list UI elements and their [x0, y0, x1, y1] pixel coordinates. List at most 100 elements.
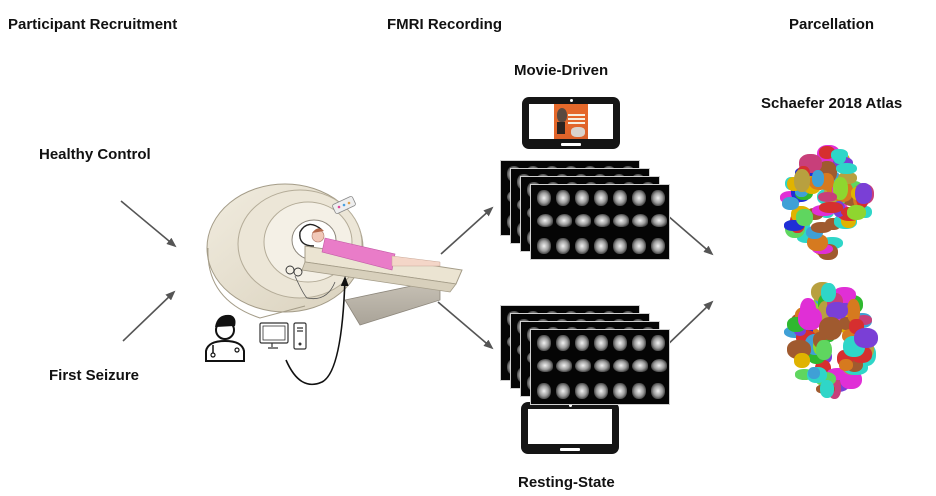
parcel-region	[838, 358, 854, 371]
parcel-region	[826, 302, 848, 319]
mri-scanner-icon	[206, 183, 463, 326]
brain-slice	[594, 383, 608, 399]
atlas-label: Schaefer 2018 Atlas	[761, 95, 903, 112]
brain-slice	[651, 383, 665, 399]
brain-slice	[613, 238, 627, 254]
brain-slice	[537, 214, 553, 227]
brain-slice	[613, 190, 627, 206]
condition-label-rest: Resting-State	[518, 474, 615, 491]
brain-slice	[575, 238, 589, 254]
brain-slice	[556, 214, 572, 227]
brain-slice	[632, 190, 646, 206]
group-label-first-seizure: First Seizure	[49, 367, 140, 384]
tablet-icon-rest	[521, 402, 619, 454]
parcel-region	[854, 183, 872, 205]
brain-slice	[632, 335, 646, 351]
condition-label-movie: Movie-Driven	[514, 62, 609, 79]
brain-slice	[575, 190, 589, 206]
brain-slice	[556, 383, 570, 399]
parcel-region	[847, 299, 861, 323]
brain-slice	[556, 335, 570, 351]
doctor-icon	[205, 314, 245, 362]
parcel-region	[783, 220, 804, 231]
computer-icon	[259, 322, 307, 350]
section-title-parcellation: Parcellation	[789, 16, 875, 33]
mri-slide-sheet	[530, 329, 670, 405]
brain-slice	[575, 359, 591, 372]
parcel-region	[819, 201, 843, 213]
section-title-recording: FMRI Recording	[387, 16, 502, 33]
brain-slice	[632, 359, 648, 372]
brain-slice	[594, 335, 608, 351]
brain-slice	[632, 383, 646, 399]
brain-slice	[575, 335, 589, 351]
group-label-healthy-control: Healthy Control	[39, 146, 151, 163]
brain-slice	[537, 335, 551, 351]
parcel-region	[794, 369, 815, 381]
section-title-recruitment: Participant Recruitment	[8, 16, 178, 33]
brain-slice	[651, 238, 665, 254]
brain-slice	[632, 238, 646, 254]
parcel-region	[816, 339, 832, 361]
parcel-region	[793, 169, 811, 192]
brain-slice	[651, 335, 665, 351]
parcel-region	[826, 368, 849, 380]
arrow-scanner-to-movie	[440, 206, 494, 255]
parcel-region	[818, 317, 842, 341]
tablet-screen-rest	[528, 409, 612, 444]
parcel-region	[818, 145, 835, 160]
tablet-screen-movie	[529, 104, 613, 139]
brain-slices-icon-movie	[500, 160, 670, 260]
parcel-region	[832, 149, 846, 164]
tablet-camera	[568, 404, 572, 407]
arrow-seizure-to-scanner	[122, 290, 176, 342]
tablet-icon-movie	[522, 97, 620, 149]
brain-slice	[651, 359, 667, 372]
brain-slice	[613, 359, 629, 372]
tablet-home-button	[560, 448, 580, 451]
brain-parcellation-icon-bottom	[782, 281, 878, 401]
brain-slice	[556, 190, 570, 206]
parcel-region	[856, 314, 873, 325]
brain-slice	[613, 335, 627, 351]
brain-slice	[537, 383, 551, 399]
arrow-computer-to-scanner	[285, 276, 349, 386]
brain-slice	[651, 190, 665, 206]
parcel-region	[836, 163, 857, 175]
parcel-region	[810, 222, 832, 234]
brain-slice	[556, 359, 572, 372]
parcel-region	[793, 352, 810, 368]
parcel-region	[781, 197, 799, 211]
movie-poster	[554, 104, 588, 139]
brain-parcellation-icon-top	[779, 145, 876, 263]
brain-slice	[537, 359, 553, 372]
brain-slice	[537, 238, 551, 254]
brain-slice	[651, 214, 667, 227]
parcel-region	[812, 170, 825, 187]
brain-slice	[594, 190, 608, 206]
parcel-region	[798, 306, 822, 330]
parcel-region	[807, 366, 820, 379]
parcel-region	[853, 328, 878, 349]
brain-slice	[613, 383, 627, 399]
brain-slice	[537, 190, 551, 206]
brain-slice	[594, 214, 610, 227]
mri-slide-sheet	[530, 184, 670, 260]
brain-slice	[613, 214, 629, 227]
parcel-region	[820, 283, 836, 303]
tablet-home-button	[561, 143, 581, 146]
brain-slice	[556, 238, 570, 254]
arrow-rest-to-atlas	[661, 300, 714, 351]
brain-slice	[575, 383, 589, 399]
parcel-region	[819, 380, 835, 399]
tablet-camera	[569, 99, 573, 102]
parcel-region	[838, 171, 858, 184]
brain-slice	[575, 214, 591, 227]
brain-slice	[594, 238, 608, 254]
parcel-region	[818, 192, 837, 203]
arrow-scanner-to-rest	[437, 301, 494, 350]
brain-slices-icon-rest	[500, 305, 670, 405]
brain-slice	[632, 214, 648, 227]
parcel-region	[795, 209, 814, 226]
